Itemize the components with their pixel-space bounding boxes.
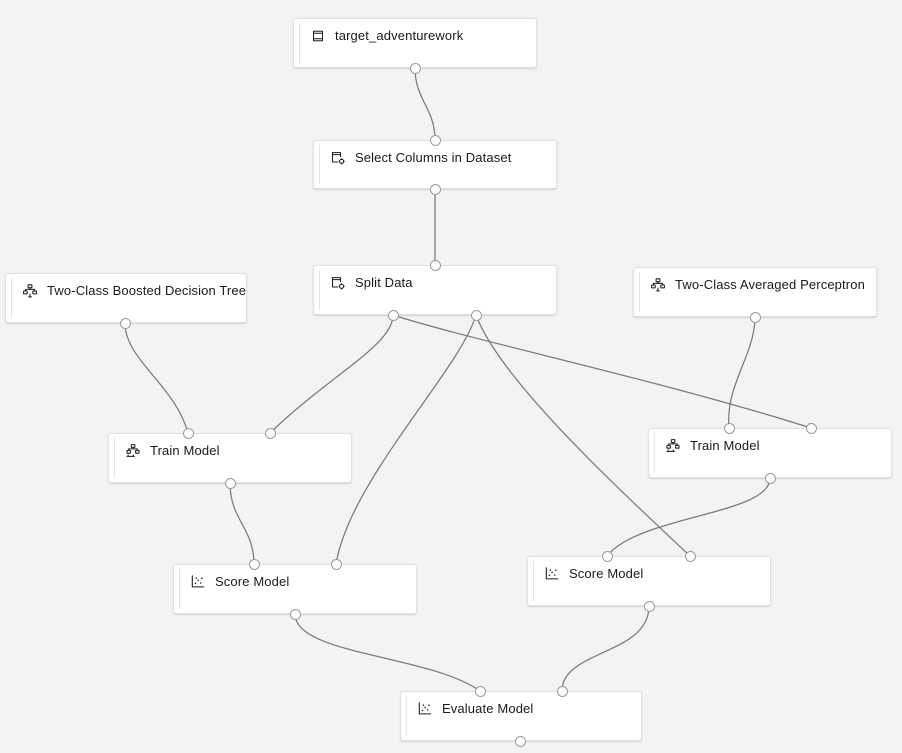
pipeline-node-two-class-averaged-perceptron[interactable]: Two-Class Averaged Perceptron (633, 267, 877, 317)
input-port[interactable] (474, 685, 486, 697)
node-label: Evaluate Model (442, 701, 534, 716)
score-model-icon (417, 701, 433, 717)
pipeline-node-target-adventurework[interactable]: target_adventurework (293, 18, 537, 68)
node-accent-bar (179, 569, 180, 609)
input-port[interactable] (805, 422, 817, 434)
output-port[interactable] (289, 608, 301, 620)
output-port[interactable] (643, 600, 655, 612)
node-accent-bar (319, 270, 320, 310)
select-columns-icon (330, 150, 346, 166)
node-accent-bar (299, 23, 300, 63)
node-label: target_adventurework (335, 28, 464, 43)
output-port[interactable] (429, 183, 441, 195)
node-accent-bar (639, 272, 640, 312)
node-label: Select Columns in Dataset (355, 150, 512, 165)
pipeline-node-evaluate-model[interactable]: Evaluate Model (400, 691, 642, 741)
dataset-icon (310, 28, 326, 44)
input-port[interactable] (556, 685, 568, 697)
input-port[interactable] (429, 134, 441, 146)
output-port[interactable] (514, 735, 526, 747)
node-label: Two-Class Averaged Perceptron (675, 277, 865, 292)
input-port[interactable] (264, 427, 276, 439)
node-label: Train Model (150, 443, 220, 458)
algorithm-tree-icon (650, 277, 666, 293)
input-port[interactable] (723, 422, 735, 434)
algorithm-tree-icon (22, 283, 38, 299)
node-accent-bar (114, 438, 115, 478)
node-label: Train Model (690, 438, 760, 453)
node-label: Split Data (355, 275, 413, 290)
input-port[interactable] (248, 558, 260, 570)
output-port[interactable] (224, 477, 236, 489)
node-label: Two-Class Boosted Decision Tree (47, 283, 247, 298)
output-port[interactable] (749, 311, 761, 323)
output-port[interactable] (387, 309, 399, 321)
node-label: Score Model (215, 574, 290, 589)
node-accent-bar (11, 278, 12, 318)
input-port[interactable] (330, 558, 342, 570)
pipeline-node-two-class-boosted-decision-tree[interactable]: Two-Class Boosted Decision Tree (5, 273, 247, 323)
score-model-icon (544, 566, 560, 582)
output-port[interactable] (764, 472, 776, 484)
pipeline-node-train-model-left[interactable]: Train Model (108, 433, 352, 483)
input-port[interactable] (601, 550, 613, 562)
output-port[interactable] (119, 317, 131, 329)
split-data-icon (330, 275, 346, 291)
node-accent-bar (319, 145, 320, 184)
score-model-icon (190, 574, 206, 590)
node-accent-bar (533, 561, 534, 601)
output-port[interactable] (470, 309, 482, 321)
input-port[interactable] (684, 550, 696, 562)
input-port[interactable] (182, 427, 194, 439)
node-label: Score Model (569, 566, 644, 581)
train-model-icon (125, 443, 141, 459)
output-port[interactable] (409, 62, 421, 74)
input-port[interactable] (429, 259, 441, 271)
node-accent-bar (406, 696, 407, 736)
